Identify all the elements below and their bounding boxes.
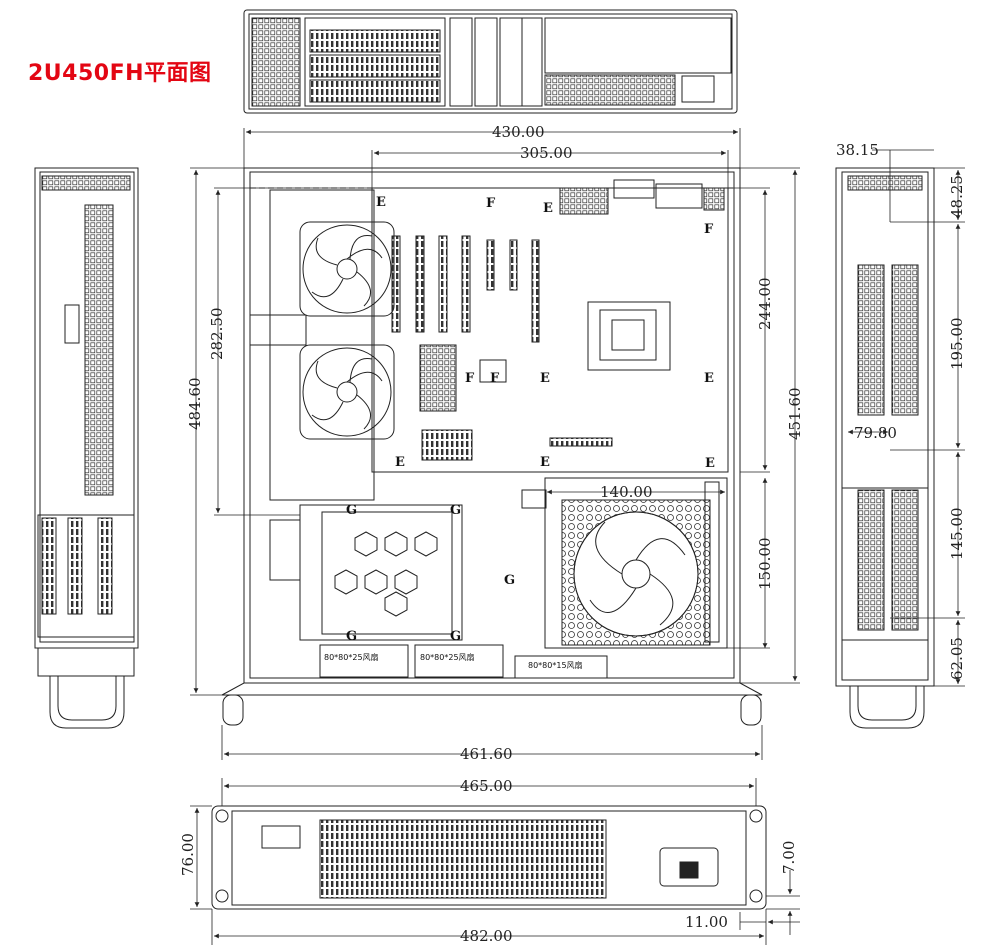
main-top-view <box>221 167 763 726</box>
marker-g-5: G <box>450 629 461 644</box>
dim-140: 140.00 <box>600 483 653 501</box>
marker-g-2: G <box>450 503 461 518</box>
fan-label-2: 80*80*25风扇 <box>420 652 475 662</box>
marker-f-4: F <box>490 371 500 386</box>
dim-76: 76.00 <box>179 833 197 876</box>
power-supply <box>521 477 728 649</box>
fan-upper <box>299 221 395 317</box>
dim-482: 482.00 <box>460 927 513 945</box>
fan-slot-2 <box>414 644 504 678</box>
dim-195: 195.00 <box>948 318 966 371</box>
dim-451: 451.60 <box>786 388 804 441</box>
dim-48: 48.25 <box>948 175 966 218</box>
dim-244: 244.00 <box>756 278 774 331</box>
marker-e-2: E <box>543 201 553 216</box>
dim-305: 305.00 <box>520 144 573 162</box>
fan-label-1: 80*80*25风扇 <box>324 652 379 662</box>
marker-f-1: F <box>486 196 496 211</box>
marker-e-7: E <box>705 456 715 471</box>
drawing-title: 2U450FH平面图 <box>28 61 212 86</box>
marker-e-6: E <box>540 455 550 470</box>
marker-g-1: G <box>346 503 357 518</box>
dim-38: 38.15 <box>836 141 879 159</box>
dim-62: 62.05 <box>948 637 966 680</box>
dim-282: 282.50 <box>208 308 226 361</box>
fan-lower <box>299 344 395 440</box>
marker-e-1: E <box>376 195 386 210</box>
dim-484: 484.60 <box>186 378 204 431</box>
left-side-view <box>34 167 139 729</box>
dimension-lines <box>190 128 965 945</box>
dim-465: 465.00 <box>460 777 513 795</box>
marker-f-2: F <box>704 222 714 237</box>
right-side-view <box>835 167 935 729</box>
motherboard-outline <box>371 187 729 473</box>
dim-150: 150.00 <box>756 538 774 591</box>
marker-e-4: E <box>704 371 714 386</box>
dim-145: 145.00 <box>948 508 966 561</box>
fan-label-3: 80*80*15风扇 <box>528 660 583 670</box>
front-view <box>211 805 767 910</box>
marker-g-3: G <box>504 573 515 588</box>
marker-e-3: E <box>540 371 550 386</box>
dimension-labels: 430.00 305.00 484.60 282.50 244.00 451.6… <box>179 123 966 945</box>
rear-view <box>243 9 738 114</box>
dim-79: 79.80 <box>854 424 897 442</box>
fan-slot-1 <box>319 644 409 678</box>
marker-g-4: G <box>346 629 357 644</box>
dim-7: 7.00 <box>780 841 798 874</box>
dim-430: 430.00 <box>492 123 545 141</box>
dim-461: 461.60 <box>460 745 513 763</box>
fan-slot-3 <box>514 655 608 679</box>
marker-f-3: F <box>465 371 475 386</box>
dim-11: 11.00 <box>685 913 728 931</box>
marker-e-5: E <box>395 455 405 470</box>
